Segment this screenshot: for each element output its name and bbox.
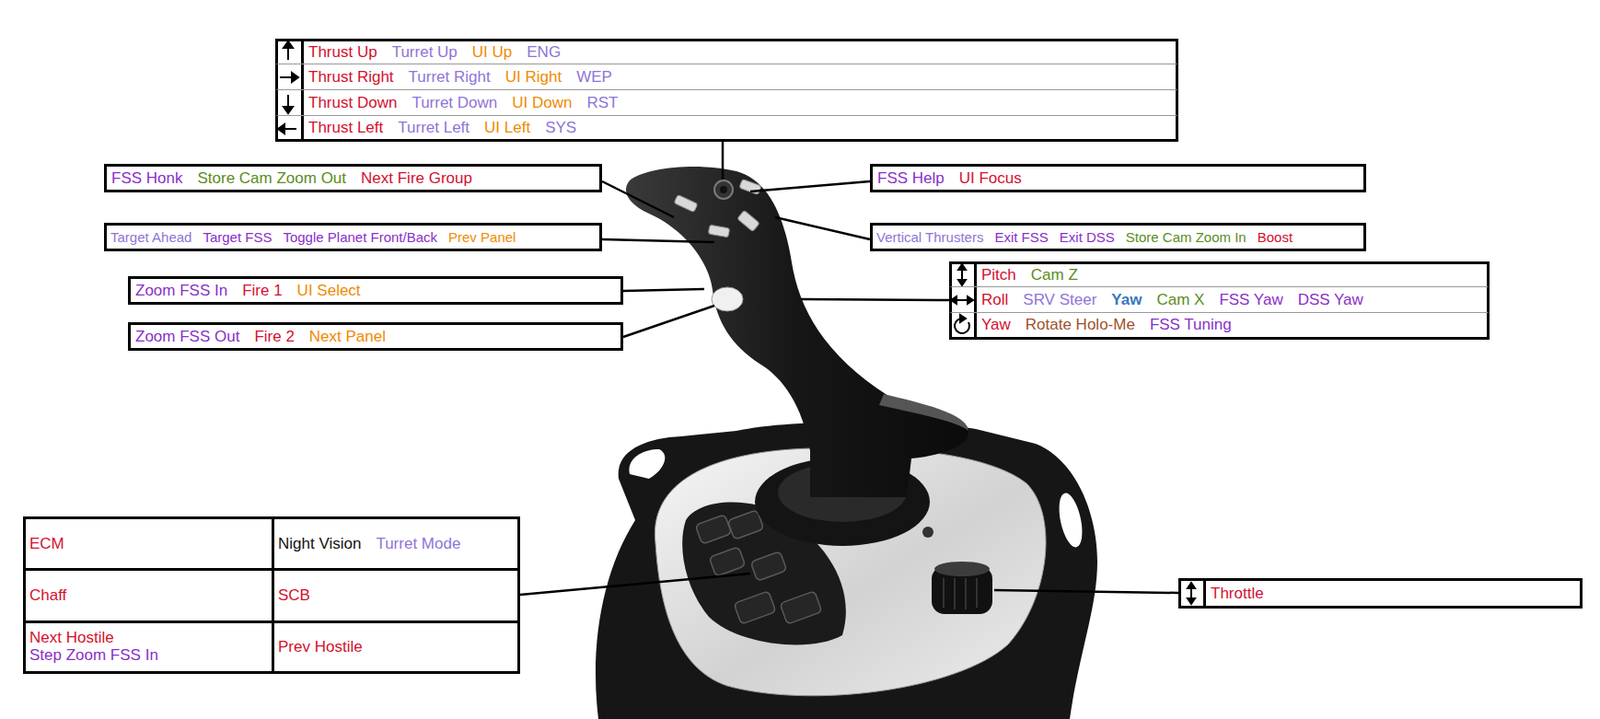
function-label: FSS Yaw [1218,290,1283,310]
function-label: Prev Panel [448,229,516,245]
label-box: FSS Honk Store Cam Zoom Out Next Fire Grou… [104,163,603,193]
function-label: Next Fire Group [360,169,473,188]
function-label: Target FSS [202,229,272,245]
function-label: WEP [576,68,613,87]
table-row: Thrust Left Turret Left UI Left SYS [275,115,1179,142]
function-label: UI Down [511,93,572,113]
function-label: SRV Steer [1022,290,1097,310]
function-label: FSS Help [877,169,945,188]
label-box: Vertical Thrusters Exit FSS Exit DSS Store … [869,222,1367,252]
function-label: FSS Honk [111,169,183,188]
table-row: Yaw Rotate Holo-Me FSS Tuning [949,313,1490,340]
function-label: UI Left [484,118,531,138]
function-label: Yaw [981,315,1011,335]
function-label: ENG [526,43,561,62]
function-label: Fire 1 [242,281,282,301]
function-label: UI Select [297,281,361,301]
label-box: Zoom FSS In Fire 1 UI Select [127,276,624,305]
label-box: Target Ahead Target FSS Toggle Planet Fron… [104,222,603,252]
function-label: Yaw [1111,290,1142,310]
function-label: Exit DSS [1059,229,1115,245]
function-label: Thrust Left [308,118,383,138]
function-label: Night Vision [278,534,361,554]
function-label: Zoom FSS Out [135,327,240,347]
joystick-throttle [931,561,993,615]
function-label: Fire 2 [254,327,294,347]
function-label: SCB [278,586,311,605]
function-label: Turret Up [392,43,458,62]
function-label: Vertical Thrusters [876,229,984,245]
function-label: UI Up [472,43,512,62]
function-label: Turret Left [397,118,470,138]
function-label: Cam Z [1031,266,1079,285]
function-label: Chaff [29,586,67,605]
function-label: Step Zoom FSS In [29,647,159,665]
table-cell: SCB [271,568,521,621]
function-label: Boost [1257,229,1293,245]
function-label: Turret Down [411,93,498,113]
table-row: Thrust Right Turret Right UI Right WEP [275,64,1179,91]
function-label: Zoom FSS In [135,281,228,301]
function-label: ECM [29,534,65,554]
table-row: Throttle [1178,578,1583,609]
label-box: Zoom FSS Out Fire 2 Next Panel [127,322,624,351]
function-label: Next Panel [309,327,386,347]
label-box: FSS Help UI Focus [869,163,1367,193]
function-label: DSS Yaw [1298,290,1364,310]
table-cell: Chaff [23,568,272,621]
function-label: Turret Mode [375,534,461,554]
table-row: Roll SRV Steer Yaw Cam X FSS Yaw DSS Yaw [949,287,1490,314]
table-row: Thrust Down Turret Down UI Down RST [275,90,1179,116]
function-label: UI Focus [959,169,1022,188]
function-label: Throttle [1210,584,1264,603]
table-cell: Prev Hostile [271,620,521,674]
function-label: Roll [981,290,1009,310]
function-label: RST [586,93,618,113]
leader-line [520,141,1179,595]
function-label: Thrust Down [308,93,397,113]
function-label: Store Cam Zoom In [1125,229,1247,245]
function-label: Next Hostile [29,629,115,648]
table-cell: Night Vision Turret Mode [271,516,521,569]
function-label: FSS Tuning [1149,315,1232,335]
function-label: Target Ahead [110,229,192,245]
function-label: Prev Hostile [278,637,363,657]
function-label: Exit FSS [994,229,1048,245]
function-label: Rotate Holo-Me [1025,315,1136,335]
table-cell: ECM [23,516,272,569]
table-row: Thrust Up Turret Up UI Up ENG [275,38,1179,65]
function-label: Pitch [981,266,1017,285]
function-label: Cam X [1156,290,1205,310]
function-label: SYS [544,118,577,138]
table-cell: Next HostileStep Zoom FSS In [23,620,272,674]
function-label: Toggle Planet Front/Back [282,229,438,245]
function-label: Thrust Right [308,68,395,87]
function-label: Turret Right [408,68,491,87]
function-label: Thrust Up [308,43,378,62]
function-label: UI Right [505,68,562,87]
function-label: Store Cam Zoom Out [197,169,347,188]
joystick-grip [626,166,969,498]
table-row: Pitch Cam Z [949,261,1490,288]
